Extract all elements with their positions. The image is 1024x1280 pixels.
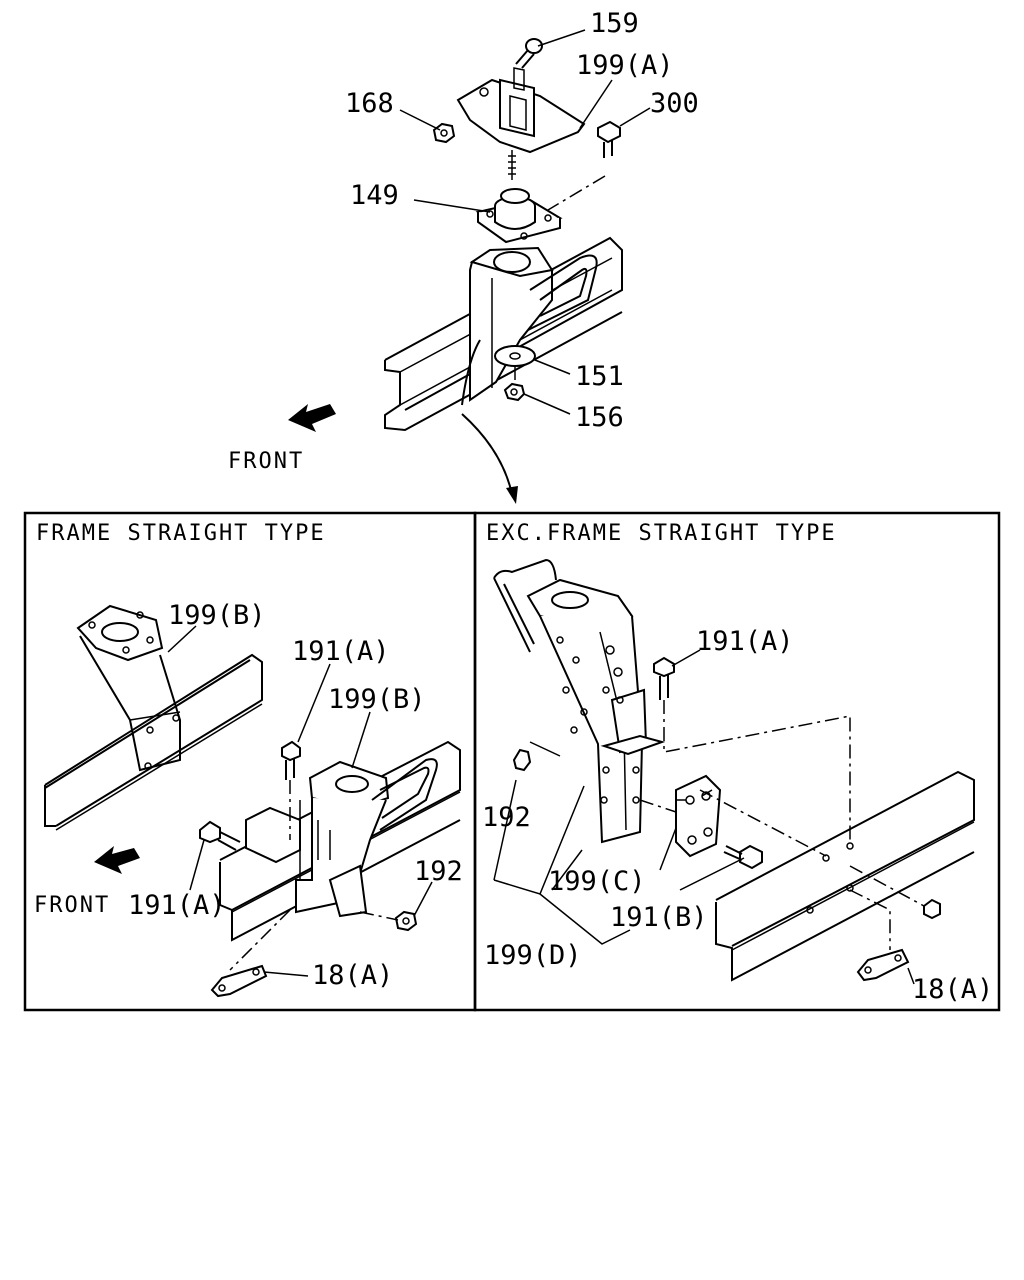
- clip-18a: [210, 964, 268, 998]
- left-panel: FRAME STRAIGHT TYPE: [34, 521, 463, 998]
- label-199b-upper: 199(B): [168, 600, 266, 631]
- nut-192-right: [512, 748, 532, 772]
- bolt-191a-right: [653, 656, 675, 700]
- right-panel-title: EXC.FRAME STRAIGHT TYPE: [486, 521, 837, 546]
- bracket-199b-lower: [245, 758, 438, 918]
- label-18a-right: 18(A): [912, 974, 993, 1005]
- bracket-199d: [493, 558, 666, 844]
- cushion-149: [475, 188, 563, 244]
- front-arrow-icon: [288, 404, 336, 432]
- plate-199c: [675, 774, 722, 858]
- bolt-191b: [723, 844, 763, 870]
- label-18a-left: 18(A): [312, 960, 393, 991]
- bolt-159: [515, 38, 543, 69]
- front-label: FRONT: [228, 449, 304, 474]
- right-panel: EXC.FRAME STRAIGHT TYPE: [482, 521, 993, 1005]
- left-panel-title: FRAME STRAIGHT TYPE: [36, 521, 326, 546]
- right-frame-rail: [715, 770, 975, 982]
- left-panel-frame: [23, 511, 477, 1012]
- nut-168: [432, 122, 456, 144]
- label-159: 159: [590, 8, 639, 39]
- detail-pointer-arrow-icon: [461, 413, 518, 504]
- label-192-right: 192: [482, 802, 531, 833]
- label-191b: 191(B): [610, 902, 708, 933]
- label-191a-side: 191(A): [128, 890, 226, 921]
- nut-192: [394, 910, 418, 932]
- label-149: 149: [350, 180, 399, 211]
- label-156: 156: [575, 402, 624, 433]
- label-300: 300: [650, 88, 699, 119]
- nut-156: [503, 382, 526, 402]
- top-bracket-199b: [461, 246, 598, 406]
- front-label-left: FRONT: [34, 893, 110, 918]
- bolt-300: [597, 120, 621, 158]
- label-199b-lower: 199(B): [328, 684, 426, 715]
- nut-right-frame: [923, 898, 941, 920]
- label-191a-right: 191(A): [696, 626, 794, 657]
- label-168: 168: [345, 88, 394, 119]
- label-192-left: 192: [414, 856, 463, 887]
- washer-151: [494, 345, 536, 367]
- clip-18a-right: [856, 948, 910, 982]
- right-panel-frame: [473, 511, 1001, 1012]
- top-assembly: 159 199(A) 168 300 149 151 156 FRONT: [228, 8, 699, 504]
- label-199a: 199(A): [576, 50, 674, 81]
- label-199c: 199(C): [548, 866, 646, 897]
- bolt-191a-side: [199, 820, 241, 851]
- bolt-191a-upper: [281, 740, 301, 780]
- bracket-199b-upper: [76, 604, 181, 772]
- front-arrow-icon-left: [94, 846, 140, 874]
- label-191a-upper: 191(A): [292, 636, 390, 667]
- label-199d: 199(D): [484, 940, 582, 971]
- bracket-199a: [456, 67, 586, 180]
- label-151: 151: [575, 361, 624, 392]
